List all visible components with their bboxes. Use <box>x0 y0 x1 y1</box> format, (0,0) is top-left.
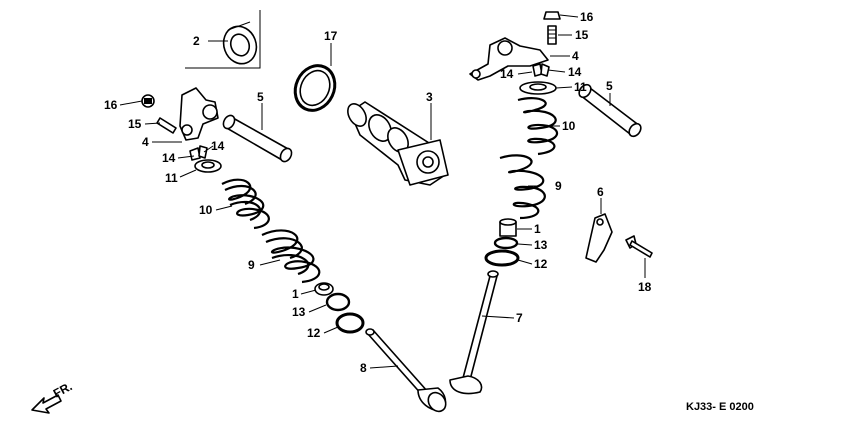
label-10-right: 10 <box>562 119 576 133</box>
label-3: 3 <box>426 90 433 104</box>
part-10-spring-outer-right <box>517 97 558 156</box>
label-5-right: 5 <box>606 79 613 93</box>
part-4-rocker-arm-left <box>179 87 219 141</box>
label-16-left: 16 <box>104 98 118 112</box>
part-16-nut-left <box>141 94 155 108</box>
part-2-bushing <box>185 10 261 69</box>
label-11-left: 11 <box>165 171 178 185</box>
label-12-left: 12 <box>307 326 321 340</box>
label-4-right: 4 <box>572 49 579 63</box>
part-1-seal-left <box>314 282 334 296</box>
part-12-seat-right <box>484 249 520 267</box>
label-7: 7 <box>516 311 523 325</box>
label-15-left: 15 <box>128 117 142 131</box>
label-4-left: 4 <box>142 135 149 149</box>
part-4-rocker-arm-right <box>469 37 549 81</box>
label-17: 17 <box>324 29 338 43</box>
label-1-left: 1 <box>292 287 299 301</box>
label-1-right: 1 <box>534 222 541 236</box>
part-6-plate <box>585 213 613 263</box>
part-9-spring-inner-right <box>499 154 546 220</box>
label-6: 6 <box>597 185 604 199</box>
label-2: 2 <box>193 34 200 48</box>
part-17-gasket <box>293 64 337 112</box>
label-14-right-b: 14 <box>568 65 582 79</box>
part-11-retainer-right <box>519 81 557 95</box>
part-1-seal-right <box>499 218 517 237</box>
label-9-left: 9 <box>248 258 255 272</box>
diagram-code: KJ33- E 0200 <box>686 401 754 413</box>
part-13-washer-right <box>493 236 519 250</box>
label-11-right: 11 <box>574 80 587 94</box>
label-14-left-b: 14 <box>211 139 225 153</box>
part-10-spring-outer-left <box>221 178 270 230</box>
leader-lines <box>119 14 646 369</box>
part-5-shaft-right <box>578 83 642 138</box>
label-9-right: 9 <box>555 179 562 193</box>
part-15-adjust-screw-left <box>156 117 177 134</box>
part-7-valve-intake <box>449 270 499 395</box>
label-14-left-a: 14 <box>162 151 176 165</box>
part-labels: 2 17 3 5 16 15 4 14 14 11 10 9 1 13 12 8… <box>104 10 652 375</box>
label-14-right-a: 14 <box>500 67 514 81</box>
part-13-washer-left <box>325 292 351 312</box>
label-12-right: 12 <box>534 257 548 271</box>
label-13-left: 13 <box>292 305 306 319</box>
label-13-right: 13 <box>534 238 548 252</box>
part-16-nut-right <box>543 11 561 20</box>
part-18-bolt <box>625 235 653 258</box>
label-5-left: 5 <box>257 90 264 104</box>
part-14-cotter-right <box>532 63 550 77</box>
part-11-retainer-left <box>194 159 222 173</box>
part-3-camshaft <box>347 101 449 186</box>
part-15-adjust-screw-right <box>547 25 557 45</box>
label-18: 18 <box>638 280 652 294</box>
arrow-front-icon: FR. <box>31 379 74 414</box>
part-9-spring-inner-left <box>261 229 321 284</box>
label-10-left: 10 <box>199 203 213 217</box>
part-14-cotter-left <box>189 145 208 161</box>
part-8-valve-exhaust <box>365 328 447 413</box>
label-8: 8 <box>360 361 367 375</box>
part-12-seat-left <box>335 312 365 334</box>
part-5-shaft-left <box>222 114 293 163</box>
label-16-right: 16 <box>580 10 594 24</box>
label-15-right: 15 <box>575 28 589 42</box>
